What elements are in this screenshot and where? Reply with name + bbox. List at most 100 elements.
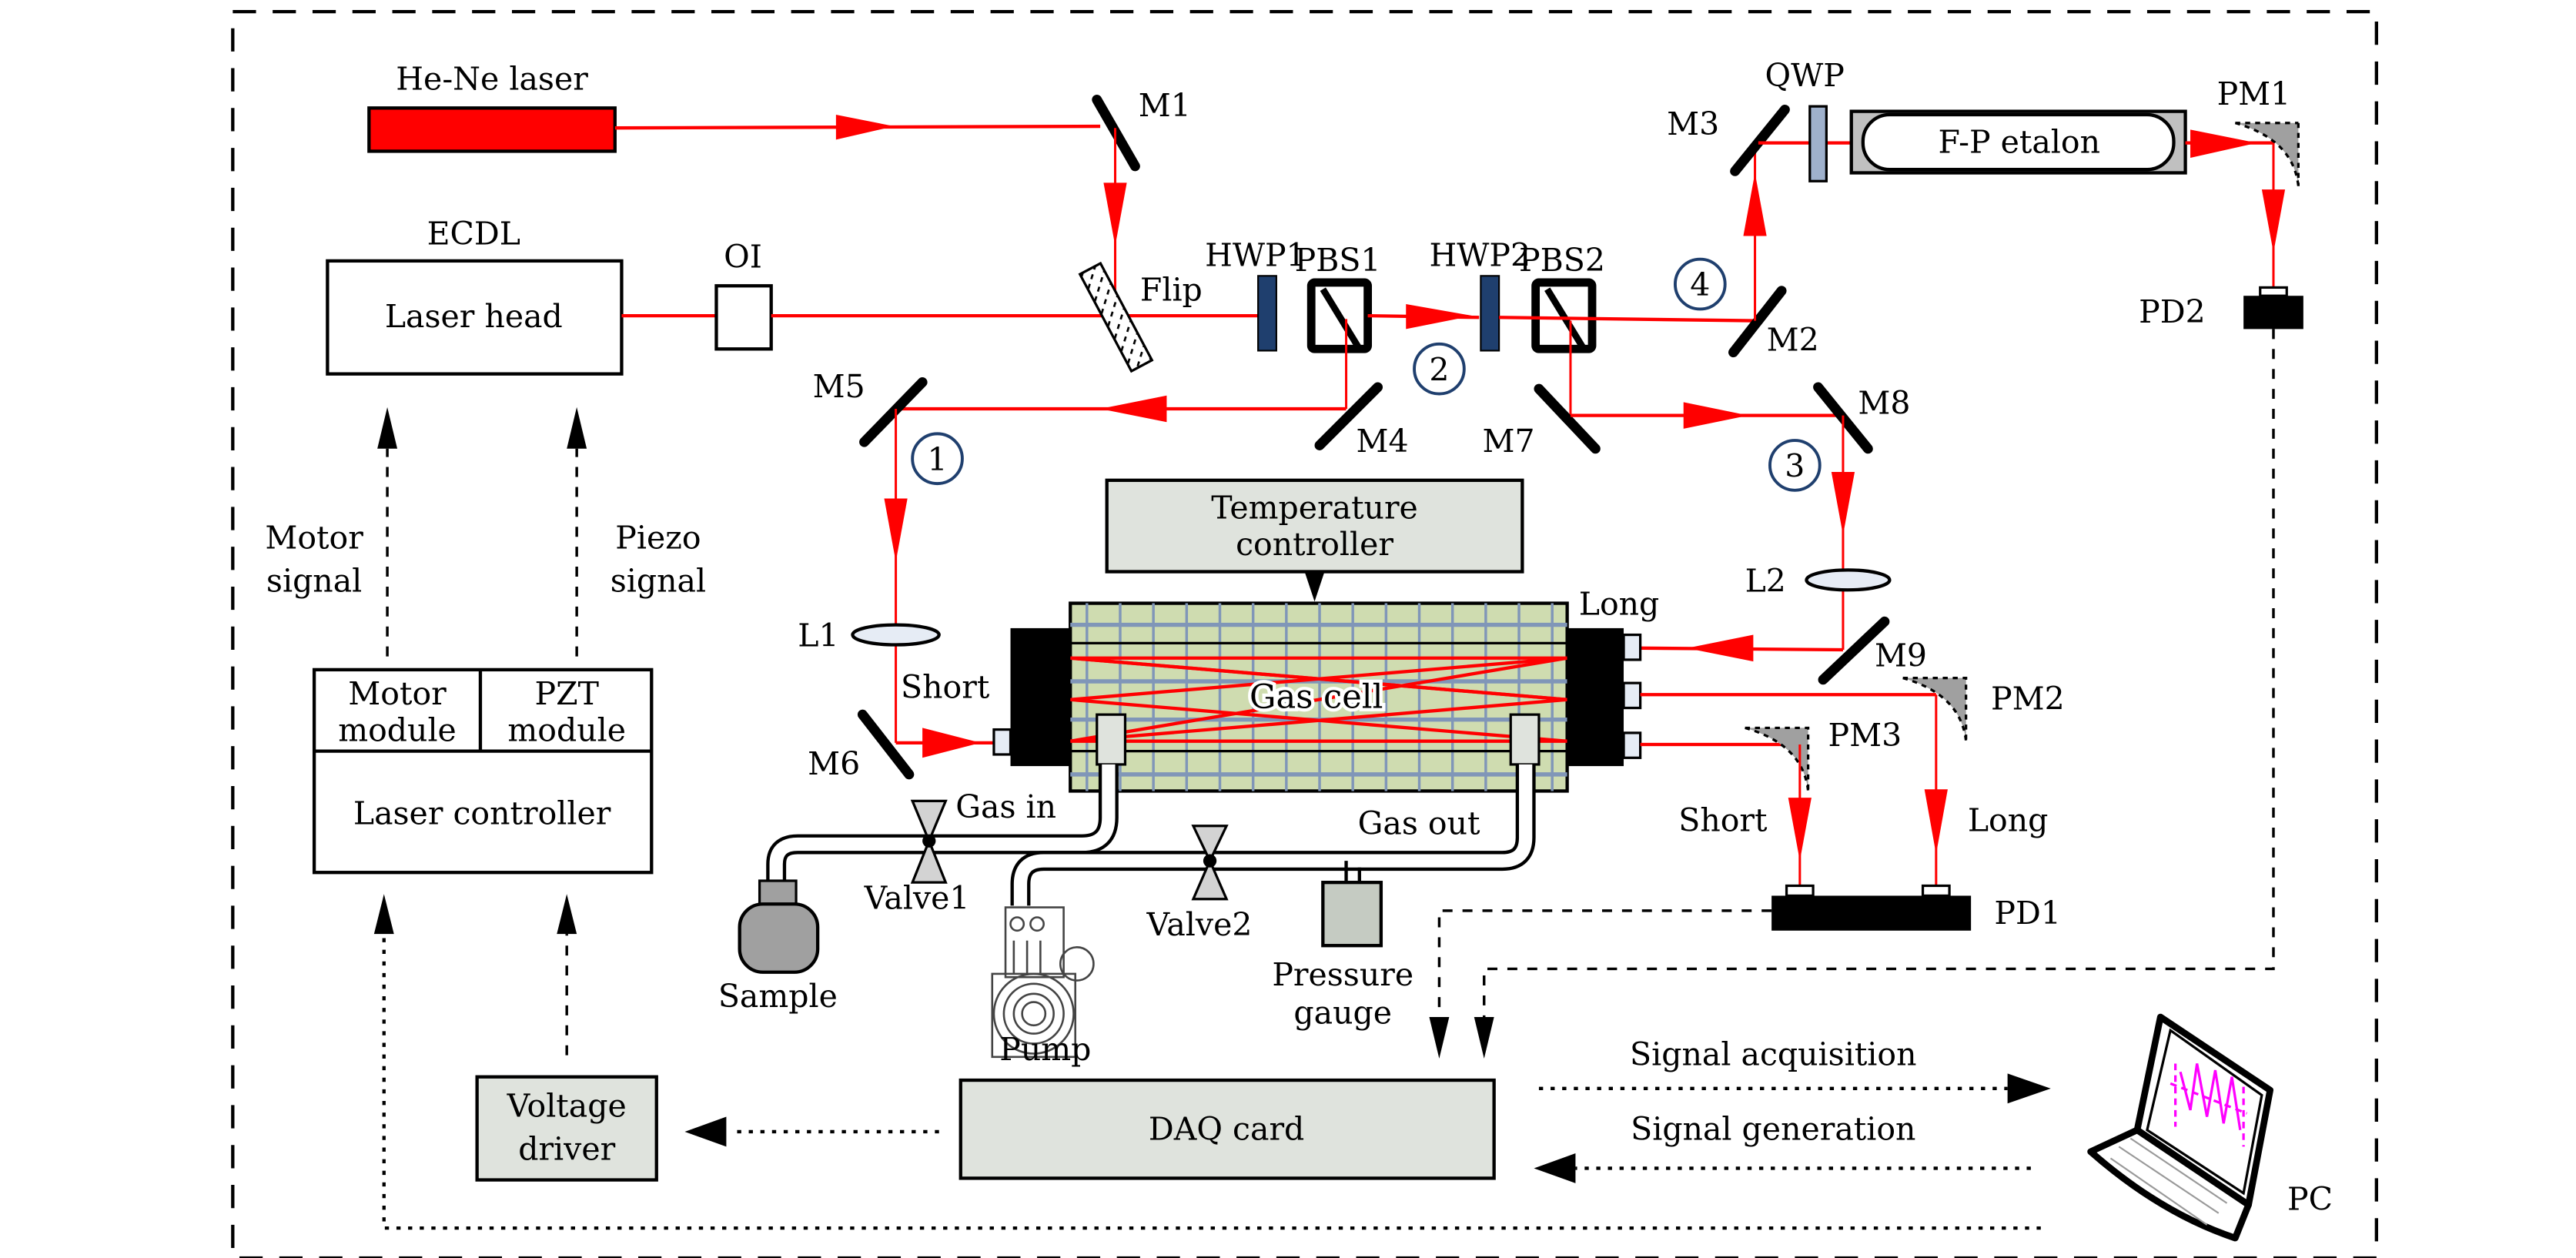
mirror-m6-label: M6 <box>808 745 860 782</box>
valve1-icon <box>910 799 948 884</box>
temperature-controller-label-1: Temperature <box>1211 489 1418 526</box>
sample-bottle <box>738 902 820 974</box>
mirror-m5-label: M5 <box>813 368 865 405</box>
gas-cell-label: Gas cell <box>1250 678 1383 717</box>
piezo-signal-arrow <box>567 407 587 449</box>
mirror-m5 <box>859 376 928 447</box>
beam-arrow <box>884 498 908 562</box>
pc-laptop-icon <box>2087 1013 2274 1242</box>
qwp <box>1808 105 1828 182</box>
gas-in-label: Gas in <box>955 788 1056 825</box>
valve1-label: Valve1 <box>864 880 970 917</box>
mirror-m9-label: M9 <box>1875 637 1927 674</box>
pzt-module-label-1: PZT <box>534 675 598 712</box>
motor-signal-label-2: signal <box>266 562 362 599</box>
mirror-m6 <box>857 709 915 780</box>
pressure-gauge-label-1: Pressure <box>1272 956 1413 993</box>
fp-etalon-label: F-P etalon <box>1939 124 2100 161</box>
gas-out-label: Gas out <box>1358 805 1480 842</box>
pd1-window-long <box>1921 884 1951 898</box>
lens-l1-label: L1 <box>798 617 838 654</box>
gas-cell <box>1069 601 1569 793</box>
cell-window-short-out <box>1622 731 1642 759</box>
qwp-label: QWP <box>1765 57 1844 94</box>
driver-to-controller-arrow <box>557 894 577 935</box>
path-marker-2 <box>1413 342 1466 396</box>
pbs2-label: PBS2 <box>1519 242 1605 279</box>
pd2-label: PD2 <box>2139 293 2206 330</box>
mirror-m7-label: M7 <box>1483 423 1535 460</box>
signal-acquisition-arrow <box>2007 1073 2051 1104</box>
cell-end-left <box>1010 627 1071 767</box>
beam-arrow <box>1924 789 1948 855</box>
flip-mirror <box>1078 261 1154 373</box>
beam-arrow <box>1743 172 1767 236</box>
mirror-m2-label: M2 <box>1767 321 1819 358</box>
path-marker-2-label: 2 <box>1429 351 1449 388</box>
pbs1 <box>1306 278 1373 353</box>
pump-label: Pump <box>999 1031 1091 1068</box>
long-out-label: Long <box>1968 801 2049 838</box>
mirror-m8-label: M8 <box>1858 384 1910 421</box>
mirror-m2 <box>1728 286 1787 358</box>
mirror-m1-label: M1 <box>1139 87 1191 124</box>
signal-acquisition-label: Signal acquisition <box>1630 1036 1916 1073</box>
path-marker-1 <box>911 432 964 486</box>
cell-end-right <box>1567 627 1624 767</box>
daq-card-label: DAQ card <box>1149 1111 1304 1148</box>
parabolic-mirror-pm1 <box>2234 122 2300 186</box>
flip-label: Flip <box>1140 272 1203 309</box>
valve2-icon <box>1191 825 1229 901</box>
valve2-label: Valve2 <box>1146 906 1253 943</box>
path-marker-4-label: 4 <box>1690 266 1710 303</box>
path-marker-3 <box>1768 439 1822 492</box>
laser-head-box <box>326 259 624 376</box>
pump-icon <box>991 906 1095 1059</box>
piezo-signal-label-2: signal <box>611 562 706 599</box>
beam-arrow <box>2261 189 2286 253</box>
pc-to-controller-line <box>382 934 2041 1230</box>
motor-module-label-2: module <box>338 712 457 749</box>
sample-cap <box>758 879 798 908</box>
parabolic-mirror-pm2 <box>1902 677 1968 741</box>
beam-arrow <box>1788 798 1812 862</box>
pbs2 <box>1531 278 1597 353</box>
voltage-driver-label-2: driver <box>518 1131 615 1168</box>
hwp1-label: HWP1 <box>1205 236 1306 273</box>
short-out-label: Short <box>1678 801 1768 838</box>
mirror-m7 <box>1534 383 1601 454</box>
pd2-signal-line <box>1482 329 2275 1018</box>
motor-signal-arrow <box>377 407 398 449</box>
path-marker-1-label: 1 <box>928 441 948 478</box>
short-in-label: Short <box>901 669 990 706</box>
mirror-m3 <box>1730 104 1790 176</box>
signal-generation-label: Signal generation <box>1631 1111 1915 1148</box>
beam-arrow <box>2190 129 2257 159</box>
laser-controller-label: Laser controller <box>353 795 611 832</box>
pzt-module-label-2: module <box>507 712 626 749</box>
daq-in-arrow-1 <box>1429 1017 1450 1059</box>
photodetector-pd2 <box>2243 296 2303 330</box>
path-marker-4 <box>1673 257 1727 311</box>
pm3-label: PM3 <box>1828 717 1902 754</box>
motor-signal-label-1: Motor <box>265 519 363 556</box>
laser-head-label: Laser head <box>385 298 563 335</box>
beam-arrow <box>1687 634 1754 662</box>
daq-in-arrow-2 <box>1474 1017 1494 1059</box>
lens-l1 <box>851 623 941 647</box>
hwp1 <box>1257 275 1277 352</box>
fp-etalon <box>1849 109 2187 175</box>
voltage-driver-box <box>475 1075 658 1182</box>
pressure-gauge-label-2: gauge <box>1293 995 1392 1032</box>
path-marker-3-label: 3 <box>1785 447 1805 484</box>
pm1-label: PM1 <box>2217 75 2291 112</box>
daq-to-driver-arrow <box>684 1116 727 1147</box>
temperature-controller-box <box>1105 478 1524 574</box>
pc-to-controller-arrow <box>373 894 394 935</box>
cell-window-long-in <box>1622 633 1642 661</box>
optical-isolator <box>714 284 773 351</box>
lens-l2 <box>1805 568 1892 592</box>
signal-generation-arrow <box>1534 1153 1576 1183</box>
lens-l2-label: L2 <box>1745 562 1786 599</box>
